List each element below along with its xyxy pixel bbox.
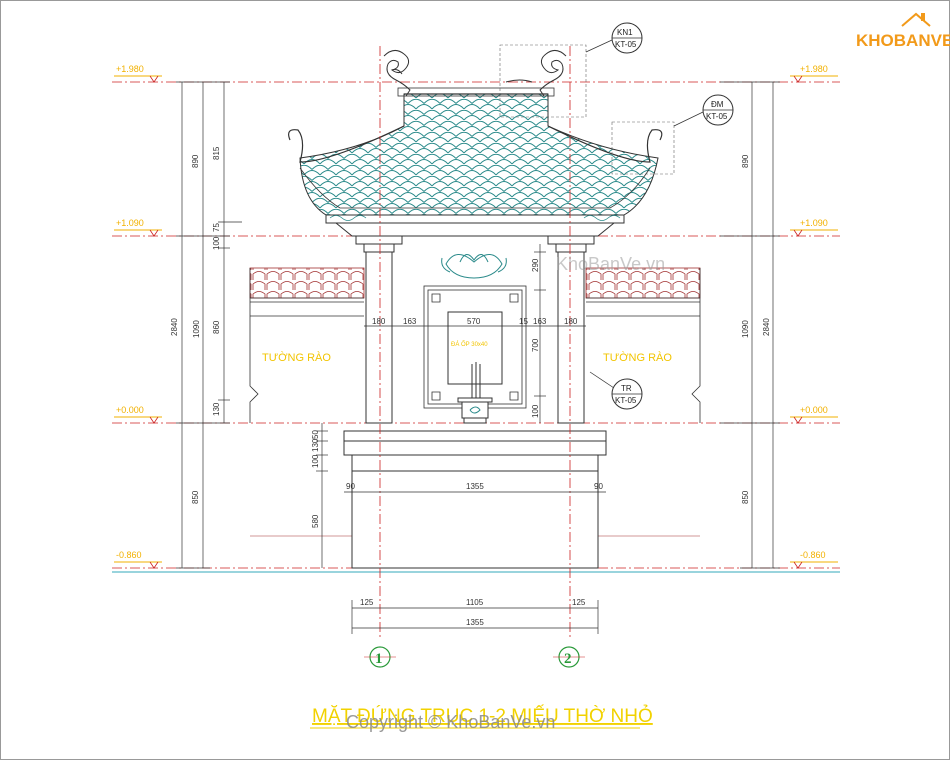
level-bottom-left: -0.860 <box>116 550 142 560</box>
axis-label-2: 2 <box>564 651 572 667</box>
grid-axes <box>379 46 571 640</box>
dim-15: 15 <box>519 317 528 326</box>
ridge-ornament-left <box>383 50 411 97</box>
dim-163-left: 163 <box>403 317 417 326</box>
wall-label-left: TƯỜNG RÀO <box>262 351 331 364</box>
dim-base-90-left: 90 <box>346 482 355 491</box>
dim-left-815: 815 <box>212 146 221 160</box>
callout-tr-line2: KT-05 <box>615 396 637 405</box>
dim-bottom-125-right: 125 <box>572 598 586 607</box>
dim-180-left: 180 <box>372 317 386 326</box>
ridge-ornament-right <box>505 50 567 97</box>
callout-dm <box>611 94 734 175</box>
callout-tr <box>589 371 643 410</box>
callout-kn1-line1: KN1 <box>617 28 633 37</box>
dim-left-75: 75 <box>212 223 221 232</box>
level-zero-left: +0.000 <box>116 405 144 415</box>
level-mid-right: +1.090 <box>800 218 828 228</box>
dim-163-right: 163 <box>533 317 547 326</box>
logo: KHOBANVE <box>856 31 950 50</box>
incense-pot <box>457 362 493 424</box>
level-mid-left: +1.090 <box>116 218 144 228</box>
callout-tr-line1: TR <box>621 384 632 393</box>
dim-left-130: 130 <box>212 402 221 416</box>
callout-kn1-line2: KT-05 <box>615 40 637 49</box>
pedestal <box>343 430 607 569</box>
dim-right-850: 850 <box>741 490 750 504</box>
dim-base-90-right: 90 <box>594 482 603 491</box>
drawing-title: MẶT ĐỨNG TRỤC 1-2 MIẾU THỜ NHỎ <box>312 705 653 727</box>
dim-left-890: 890 <box>191 154 200 168</box>
dim-left-1090: 1090 <box>192 320 201 338</box>
dim-left-2840: 2840 <box>170 318 179 336</box>
axis-bubble-1 <box>364 646 396 668</box>
level-markers-right <box>790 75 838 569</box>
dim-right-1090: 1090 <box>741 320 750 338</box>
lotus-ornament <box>441 254 507 279</box>
dim-right-2840: 2840 <box>762 318 771 336</box>
level-top-right: +1.980 <box>800 64 828 74</box>
plaque-text: ĐÁ ỐP 30x40 <box>451 341 488 348</box>
fence-wall-left <box>249 267 365 537</box>
dim-right-890: 890 <box>741 154 750 168</box>
dim-base-50: 50 <box>311 430 320 439</box>
dim-700: 700 <box>531 338 540 352</box>
dim-left-850: 850 <box>191 490 200 504</box>
roof <box>288 87 663 237</box>
logo-house-icon <box>901 12 931 27</box>
wall-label-right: TƯỜNG RÀO <box>603 351 672 364</box>
column-right <box>547 235 595 424</box>
axis-bubble-2 <box>553 646 585 668</box>
dim-570: 570 <box>467 317 481 326</box>
level-markers-left <box>114 75 162 569</box>
dimension-lines-left <box>176 81 242 569</box>
column-left <box>355 235 403 424</box>
callout-dm-line2: KT-05 <box>706 112 728 121</box>
callout-kn1 <box>499 22 643 118</box>
axis-label-1: 1 <box>375 651 383 667</box>
level-zero-right: +0.000 <box>800 405 828 415</box>
level-bottom-right: -0.860 <box>800 550 826 560</box>
callout-dm-line1: ĐM <box>711 100 724 109</box>
watermark-top: KhoBanVe.vn <box>556 254 665 274</box>
dim-bottom-1355: 1355 <box>466 618 484 627</box>
dim-180-right: 180 <box>564 317 578 326</box>
watermark-bottom: Copyright © KhoBanVe.vn <box>346 712 555 732</box>
dim-base-1355: 1355 <box>466 482 484 491</box>
dimension-lines-right <box>720 81 780 569</box>
dim-100-center: 100 <box>531 404 540 418</box>
stone-plaque <box>447 311 503 385</box>
dim-base-580: 580 <box>311 514 320 528</box>
dim-base-130: 130 <box>311 438 320 452</box>
dim-bottom-125-left: 125 <box>360 598 374 607</box>
dimension-lines-center <box>316 244 606 634</box>
level-top-left: +1.980 <box>116 64 144 74</box>
dim-bottom-1105: 1105 <box>466 598 484 607</box>
dim-290: 290 <box>531 258 540 272</box>
dim-left-100: 100 <box>212 236 221 250</box>
dim-left-860: 860 <box>212 320 221 334</box>
fence-wall-right <box>585 267 701 537</box>
dim-base-100: 100 <box>311 454 320 468</box>
